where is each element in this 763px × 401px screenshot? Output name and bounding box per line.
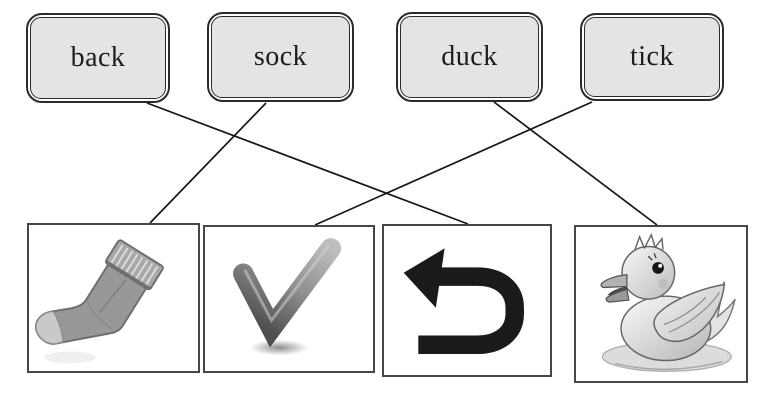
match-line-duck (493, 101, 658, 226)
word-card-duck[interactable]: duck (396, 12, 543, 102)
back-arrow-icon (403, 248, 524, 355)
word-card-duck-face: duck (400, 16, 539, 98)
picture-box-sock[interactable] (27, 223, 200, 373)
match-line-sock (149, 102, 267, 224)
checkmark-icon (233, 238, 342, 356)
word-card-back-face: back (30, 17, 166, 99)
sock-icon (35, 239, 164, 364)
word-label-duck: duck (441, 41, 498, 72)
duck-icon (600, 232, 736, 372)
picture-box-checkmark[interactable] (203, 225, 375, 373)
word-card-sock[interactable]: sock (207, 12, 354, 102)
picture-box-duck[interactable] (574, 225, 748, 383)
word-label-sock: sock (253, 41, 308, 72)
match-line-back (146, 102, 469, 225)
picture-box-back-arrow[interactable] (382, 224, 552, 377)
word-card-tick-face: tick (584, 17, 720, 97)
word-label-tick: tick (630, 41, 674, 72)
word-card-back[interactable]: back (26, 13, 170, 103)
word-card-tick[interactable]: tick (580, 13, 724, 101)
word-card-sock-face: sock (211, 16, 350, 98)
match-line-tick (314, 101, 593, 226)
word-label-back: back (70, 42, 126, 73)
